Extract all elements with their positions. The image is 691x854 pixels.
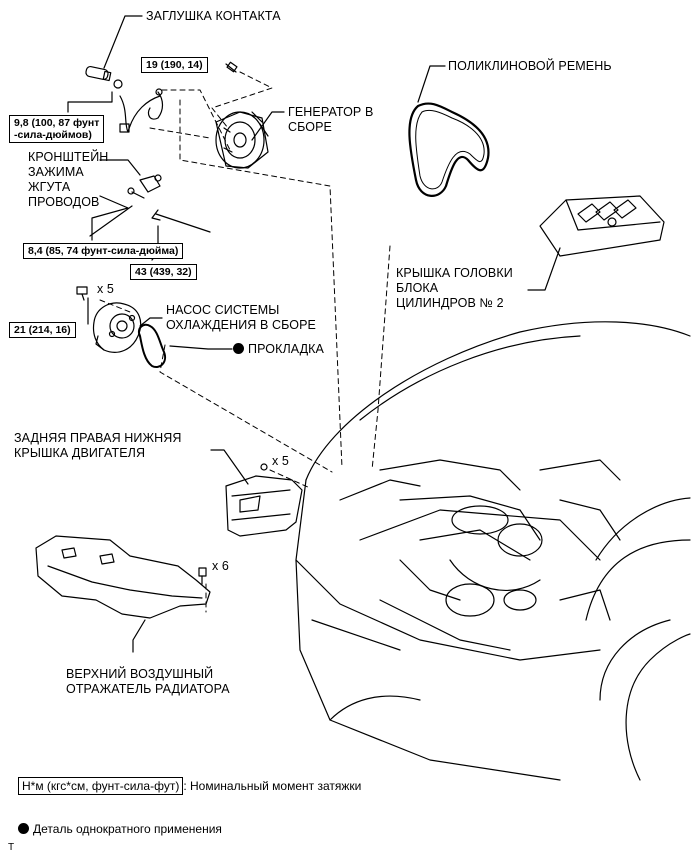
alternator-wire-harness [113,79,164,133]
v-ribbed-belt-part [408,102,490,197]
label-alternator-assembly: ГЕНЕРАТОР В СБОРЕ [288,105,374,134]
label-wire-clamp-bracket: КРОНШТЕЙН ЗАЖИМА ЖГУТА ПРОВОДОВ [28,150,109,209]
water-pump-bolt [76,286,88,301]
label-gasket: ПРОКЛАДКА [233,342,324,357]
torque-box-43: 43 (439, 32) [130,264,197,280]
assembly-dashed-lines [99,71,391,613]
qty-clips: x 6 [212,559,229,573]
torque-legend-text: : Номинальный момент затяжки [183,779,362,793]
non-reusable-legend-text: Деталь однократного применения [33,822,222,836]
vehicle-front-engine-bay [295,321,691,781]
torque-box-19: 19 (190, 14) [141,57,208,73]
label-engine-under-cover: ЗАДНЯЯ ПРАВАЯ НИЖНЯЯ КРЫШКА ДВИГАТЕЛЯ [14,431,182,460]
water-pump-part [92,302,142,353]
cylinder-head-cover-part [539,195,665,257]
torque-box-9-8: 9,8 (100, 87 фунт -сила-дюймов) [9,115,105,143]
non-reusable-dot-icon [233,343,244,354]
qty-cover-bolts: x 5 [272,454,289,468]
alternator-assembly-part [215,111,269,169]
engine-under-cover-part [225,463,303,537]
non-reusable-legend-dot-icon [18,823,29,834]
label-cylinder-head-cover: КРЫШКА ГОЛОВКИ БЛОКА ЦИЛИНДРОВ № 2 [396,266,513,310]
label-radiator-air-deflector: ВЕРХНИЙ ВОЗДУШНЫЙ ОТРАЖАТЕЛЬ РАДИАТОРА [66,667,230,696]
non-reusable-legend: Деталь однократного применения [18,822,222,837]
label-water-pump-assembly: НАСОС СИСТЕМЫ ОХЛАЖДЕНИЯ В СБОРЕ [166,303,316,332]
wire-clamp-bracket-part [139,174,162,193]
torque-box-21: 21 (214, 16) [9,322,76,338]
torque-legend: Н*м (кгс*см, фунт-сила-фут): Номинальный… [18,777,362,795]
leader-lines [67,15,561,653]
radiator-deflector-part [35,535,211,619]
footer-mark: T [8,842,15,853]
alternator-long-bolt [151,209,211,233]
torque-unit-box: Н*м (кгс*см, фунт-сила-фут) [18,777,184,795]
label-contact-plug: ЗАГЛУШКА КОНТАКТА [146,9,281,23]
alternator-upper-bolt [225,61,238,73]
bracket-bolt [127,187,145,199]
label-v-ribbed-belt: ПОЛИКЛИНОВОЙ РЕМЕНЬ [448,59,612,73]
gasket-part [138,323,166,368]
gasket-label-text: ПРОКЛАДКА [248,342,324,356]
contact-plug-part [85,65,112,82]
torque-box-8-4: 8,4 (85, 74 фунт-сила-дюйма) [23,243,184,259]
qty-pump-bolts: x 5 [97,282,114,296]
